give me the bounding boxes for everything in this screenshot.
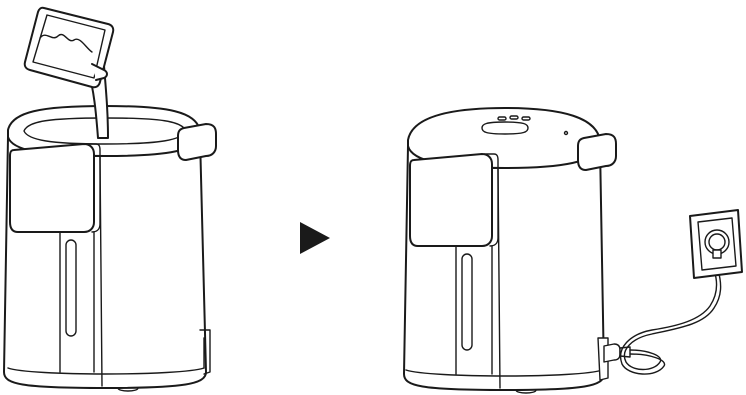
dispenser-channel xyxy=(59,231,95,373)
step-fill-water xyxy=(3,6,217,392)
wall-socket-icon xyxy=(689,209,743,279)
socket-ring-inner xyxy=(708,233,726,251)
water-level-window-right xyxy=(461,253,473,351)
kettle-right xyxy=(403,107,617,394)
lid-button-slot xyxy=(481,121,529,135)
display-panel-right xyxy=(409,153,493,247)
kettle-left xyxy=(3,105,217,392)
power-cord xyxy=(623,269,722,371)
kettle-body xyxy=(3,136,207,389)
water-level-window xyxy=(65,239,77,337)
lid-indicator-3 xyxy=(521,116,531,121)
cord-connector xyxy=(603,343,621,363)
lid-indicator-1 xyxy=(497,116,507,121)
pitcher xyxy=(23,6,115,89)
lid-indicator-2 xyxy=(509,115,519,120)
water-pouring-icon xyxy=(23,6,115,139)
display-panel xyxy=(9,143,95,233)
kettle-handle xyxy=(177,123,217,161)
lid-dot-icon xyxy=(563,130,569,136)
play-triangle-icon xyxy=(300,222,330,254)
kettle-right-handle xyxy=(577,133,617,171)
power-plug-icon xyxy=(603,255,723,375)
kettle-right-body xyxy=(403,145,605,391)
step-plug-in xyxy=(403,107,743,394)
